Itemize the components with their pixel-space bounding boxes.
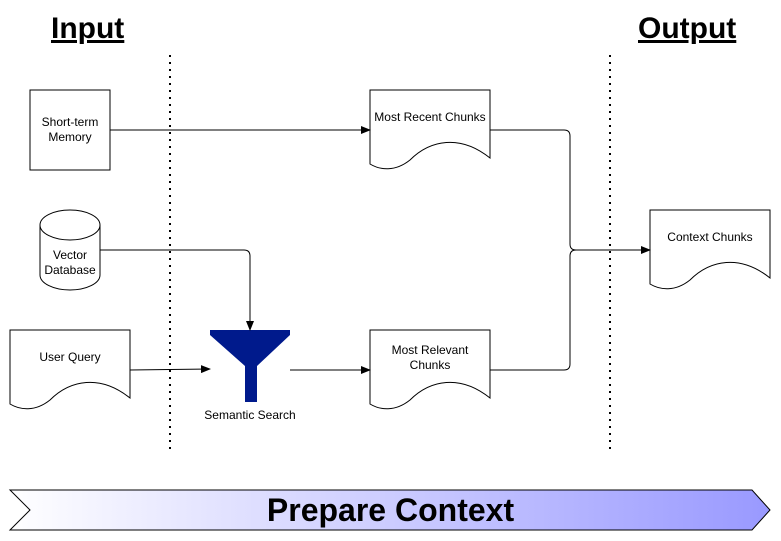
most-relevant-chunks-label: Most Relevant Chunks <box>391 343 469 372</box>
context-chunks-document[interactable] <box>649 209 771 290</box>
prepare-context-banner <box>8 489 771 531</box>
most-recent-chunks-document[interactable] <box>369 89 491 170</box>
database-to-search-arrow <box>100 249 254 331</box>
vector-database-cylinder[interactable] <box>39 209 101 291</box>
semantic-search-label: Semantic Search <box>204 408 296 422</box>
user-query-document[interactable] <box>9 329 131 410</box>
semantic-search-funnel-icon[interactable] <box>210 330 290 402</box>
context-chunks-label: Context Chunks <box>667 230 753 244</box>
vector-database-label: Vector Database <box>44 248 96 277</box>
short-term-memory-label: Short-term Memory <box>41 115 99 144</box>
output-heading: Output <box>638 12 737 45</box>
banner-title: Prepare Context <box>266 492 515 528</box>
input-heading: Input <box>51 12 125 45</box>
most-relevant-chunks-document[interactable] <box>369 329 491 410</box>
query-to-search-arrow <box>129 365 211 374</box>
recent-to-context-arrow <box>490 129 651 254</box>
relevant-to-context-arrow <box>490 249 650 371</box>
user-query-label: User Query <box>39 350 101 364</box>
most-recent-chunks-label: Most Recent Chunks <box>374 110 486 124</box>
short-term-memory-box[interactable] <box>29 89 111 171</box>
